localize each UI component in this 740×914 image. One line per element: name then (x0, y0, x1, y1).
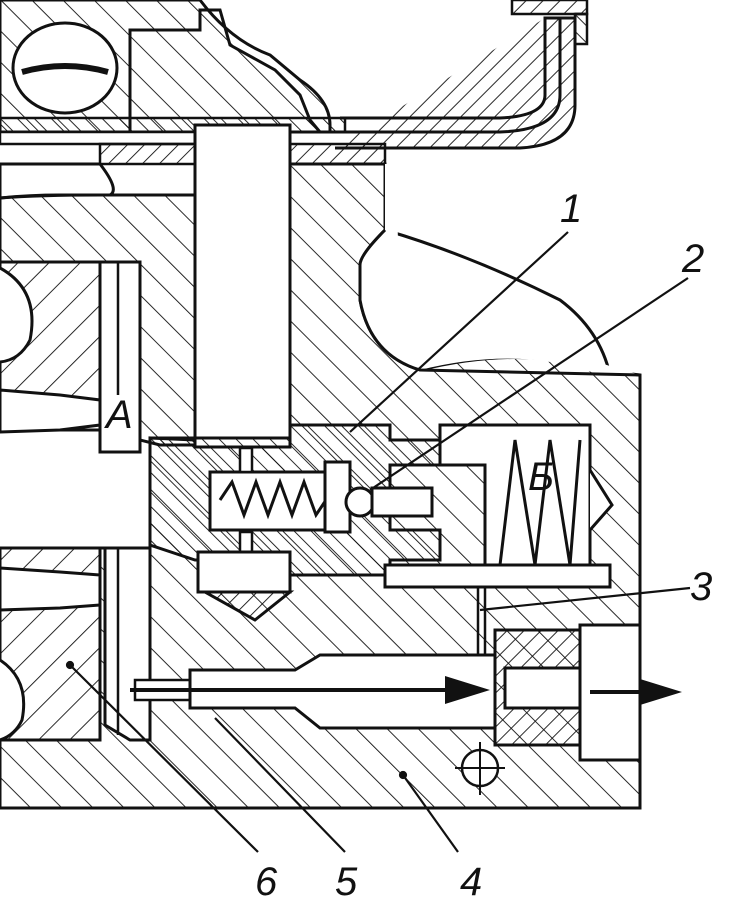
callout-6: 6 (255, 860, 278, 904)
diaphragm-plate (103, 546, 152, 742)
zone-label-a: A (104, 393, 133, 437)
check-ball (344, 486, 376, 518)
leader-lines (65, 231, 691, 853)
flow-arrow-main-head (445, 676, 490, 704)
leader-1 (349, 231, 569, 433)
leader-2 (369, 277, 689, 491)
callout-3: 3 (690, 565, 712, 609)
left-fittings (0, 260, 152, 742)
upper-housing (0, 0, 589, 150)
zone-label-b: Б (528, 455, 554, 499)
spring-chamber (208, 470, 342, 532)
nozzle-lower (0, 566, 102, 612)
check-valve-insert (148, 423, 442, 622)
gasket (0, 116, 387, 166)
callout-4: 4 (460, 860, 482, 904)
plunger (193, 123, 292, 449)
callout-2: 2 (681, 237, 704, 281)
leader-5 (214, 717, 346, 853)
chamber-b (383, 423, 614, 589)
leader-4 (402, 774, 459, 853)
flow-arrow-out-head (640, 679, 682, 705)
flow-arrows (130, 676, 682, 705)
leader-6 (69, 664, 259, 853)
callout-5: 5 (335, 860, 358, 904)
spring (218, 477, 328, 520)
bore-a (98, 260, 142, 454)
leader-3 (479, 586, 691, 612)
callout-1: 1 (560, 187, 582, 231)
chamber-spring (498, 439, 582, 566)
